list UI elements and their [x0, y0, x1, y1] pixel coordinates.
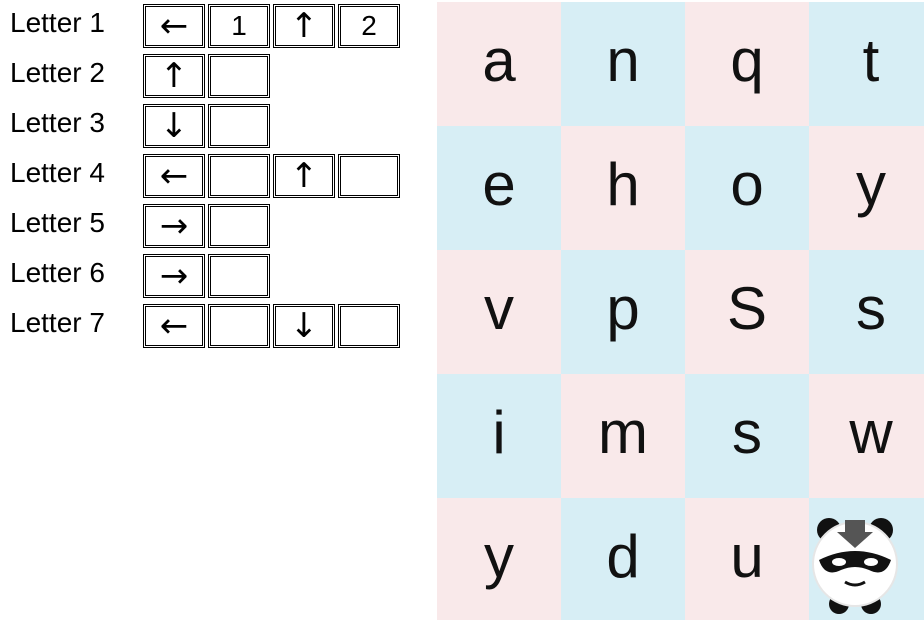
grid-letter: a [482, 26, 515, 95]
clue-label: Letter 5 [10, 204, 105, 242]
grid-letter: S [727, 274, 767, 343]
clue-answer-box[interactable] [208, 104, 270, 148]
clue-arrow-box: ← [143, 154, 205, 198]
clue-answer-box[interactable] [208, 304, 270, 348]
grid-cell[interactable]: m [561, 374, 685, 498]
grid-cell[interactable]: h [561, 126, 685, 250]
clue-label: Letter 6 [10, 254, 105, 292]
grid-letter: d [606, 522, 639, 591]
clue-arrow-box: → [143, 254, 205, 298]
grid-letter: i [492, 398, 505, 467]
grid-cell[interactable]: p [561, 250, 685, 374]
clue-arrow-box: ↓ [143, 104, 205, 148]
grid-letter: u [730, 522, 763, 591]
grid-cell[interactable]: y [809, 126, 924, 250]
grid-letter: t [863, 26, 880, 95]
panda-bandit-icon [809, 498, 924, 620]
grid-cell[interactable]: v [437, 250, 561, 374]
clue-arrow-box: ↓ [273, 304, 335, 348]
clue-answer-box[interactable] [208, 154, 270, 198]
clue-answer-box[interactable] [208, 254, 270, 298]
clue-label: Letter 1 [10, 4, 105, 42]
grid-letter: e [482, 150, 515, 219]
clue-arrow-box: ↑ [273, 4, 335, 48]
clue-label: Letter 3 [10, 104, 105, 142]
grid-cell[interactable]: S [685, 250, 809, 374]
clue-answer-box[interactable]: 2 [338, 4, 400, 48]
clue-label: Letter 2 [10, 54, 105, 92]
grid-letter: q [730, 26, 763, 95]
clue-arrow-box: → [143, 204, 205, 248]
grid-letter: o [730, 150, 763, 219]
grid-cell[interactable]: y [437, 498, 561, 620]
grid-letter: n [606, 26, 639, 95]
clue-answer-box[interactable]: 1 [208, 4, 270, 48]
grid-letter: y [484, 522, 514, 591]
clue-answer-box[interactable] [208, 54, 270, 98]
clue-label: Letter 4 [10, 154, 105, 192]
clue-answer-box[interactable] [338, 154, 400, 198]
grid-cell[interactable]: o [685, 126, 809, 250]
grid-cell[interactable]: a [437, 2, 561, 126]
grid-cell[interactable]: w [809, 374, 924, 498]
grid-cell[interactable]: d [561, 498, 685, 620]
grid-letter: m [598, 398, 648, 467]
clue-arrow-box: ↑ [143, 54, 205, 98]
grid-letter: s [856, 274, 886, 343]
grid-cell[interactable]: n [561, 2, 685, 126]
clue-answer-box[interactable] [338, 304, 400, 348]
grid-cell[interactable]: i [437, 374, 561, 498]
clue-arrow-box: ↑ [273, 154, 335, 198]
grid-letter: w [849, 398, 892, 467]
clue-arrow-box: ← [143, 4, 205, 48]
grid-cell[interactable]: q [685, 2, 809, 126]
grid-cell[interactable]: e [437, 126, 561, 250]
grid-letter: y [856, 150, 886, 219]
grid-letter: p [606, 274, 639, 343]
grid-letter: v [484, 274, 514, 343]
clue-arrow-box: ← [143, 304, 205, 348]
grid-cell[interactable]: s [685, 374, 809, 498]
clue-label: Letter 7 [10, 304, 105, 342]
grid-cell[interactable]: s [809, 250, 924, 374]
grid-cell[interactable]: t [809, 2, 924, 126]
grid-cell[interactable]: u [685, 498, 809, 620]
clue-answer-box[interactable] [208, 204, 270, 248]
grid-letter: s [732, 398, 762, 467]
grid-cell[interactable] [809, 498, 924, 620]
grid-letter: h [606, 150, 639, 219]
